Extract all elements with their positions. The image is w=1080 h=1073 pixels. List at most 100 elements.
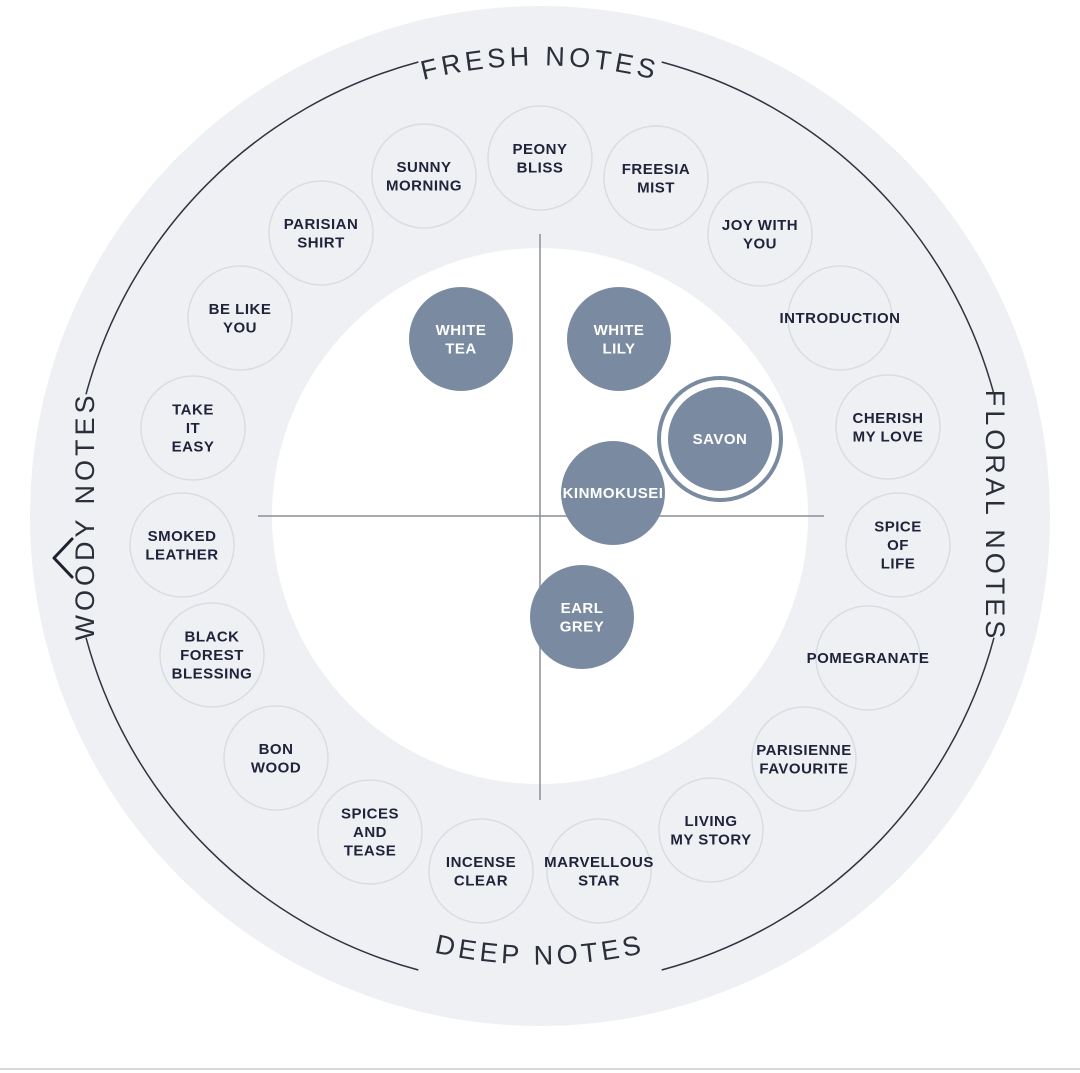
scent-bubble-circle bbox=[187, 265, 293, 371]
scent-bubble-circle bbox=[159, 602, 265, 708]
ring-dividers bbox=[85, 61, 995, 971]
scent-label-line: FAVOURITE bbox=[759, 760, 848, 777]
scent-label-line: TEASE bbox=[344, 843, 397, 860]
featured-scent-label-line: SAVON bbox=[693, 431, 748, 448]
featured-scent-label-line: WHITE bbox=[436, 322, 487, 339]
scent-label-line: LIFE bbox=[881, 556, 916, 573]
ring-divider-arc bbox=[661, 637, 995, 971]
scent-bubble-pomegranate[interactable]: POMEGRANATE bbox=[807, 605, 930, 711]
scent-label-line: PARISIAN bbox=[284, 216, 359, 233]
scent-label-line: CHERISH bbox=[852, 410, 923, 427]
scent-label-line: BE LIKE bbox=[209, 301, 272, 318]
scent-bubble-circle bbox=[129, 492, 235, 598]
featured-scent-label-line: EARL bbox=[561, 600, 604, 617]
scent-label-line: MY STORY bbox=[670, 831, 751, 848]
scent-bubble-circle bbox=[223, 705, 329, 811]
scent-label-line: MORNING bbox=[386, 177, 462, 194]
featured-scent-label-line: WHITE bbox=[594, 322, 645, 339]
featured-scent-circle bbox=[530, 565, 634, 669]
scent-label-line: MARVELLOUS bbox=[544, 854, 654, 871]
featured-scent-circle bbox=[409, 287, 513, 391]
scent-label-line: MIST bbox=[637, 179, 675, 196]
scent-bubble-circle bbox=[603, 125, 709, 231]
scent-bubble-circle bbox=[751, 706, 857, 812]
scent-label-line: OF bbox=[887, 537, 909, 554]
scent-label-line: INCENSE bbox=[446, 854, 516, 871]
scent-label-line: BLACK bbox=[185, 629, 240, 646]
scent-label-line: STAR bbox=[578, 872, 620, 889]
scent-bubble-circle bbox=[787, 265, 893, 371]
scent-bubble-circle bbox=[371, 123, 477, 229]
scent-bubble-circle bbox=[546, 818, 652, 924]
scent-label-line: JOY WITH bbox=[722, 217, 798, 234]
featured-scent-label-line: TEA bbox=[445, 340, 477, 357]
scent-label-line: SMOKED bbox=[148, 528, 217, 545]
bottom-divider bbox=[0, 1068, 1080, 1070]
featured-scent-circle bbox=[567, 287, 671, 391]
scent-label-line: EASY bbox=[172, 439, 215, 456]
ring-divider-arc bbox=[85, 637, 419, 971]
scent-label-line: LEATHER bbox=[145, 546, 218, 563]
scent-label-line: PARISIENNE bbox=[756, 742, 852, 759]
featured-scent-circle bbox=[561, 441, 665, 545]
featured-scent-circle bbox=[668, 387, 772, 491]
scent-label-line: MY LOVE bbox=[853, 428, 924, 445]
ring-divider-arc bbox=[661, 61, 995, 395]
scent-label-line: AND bbox=[353, 824, 387, 841]
scent-label-line: FREESIA bbox=[622, 161, 691, 178]
ring-divider-arc bbox=[85, 61, 419, 395]
scent-bubble-circle bbox=[845, 492, 951, 598]
floral-notes-label: FLORAL NOTES bbox=[980, 390, 1010, 643]
scent-label-line: SUNNY bbox=[396, 159, 451, 176]
featured-scent-kinmokusei[interactable]: KINMOKUSEI bbox=[561, 441, 665, 545]
scent-bubble-circle bbox=[658, 777, 764, 883]
scent-label-line: BLESSING bbox=[172, 666, 253, 683]
scent-label-line: SPICE bbox=[874, 519, 922, 536]
scent-bubble-circle bbox=[317, 779, 423, 885]
scent-bubble-introduction[interactable]: INTRODUCTION bbox=[780, 265, 901, 371]
scent-label-line: SHIRT bbox=[297, 234, 345, 251]
featured-scent-label-line: LILY bbox=[602, 340, 635, 357]
scent-bubble-circle bbox=[140, 375, 246, 481]
scent-label-line: FOREST bbox=[180, 647, 244, 664]
scent-label-line: WOOD bbox=[251, 759, 301, 776]
featured-scent-label-line: GREY bbox=[560, 618, 605, 635]
scent-label-line: LIVING bbox=[684, 813, 737, 830]
scent-label-line: YOU bbox=[223, 319, 257, 336]
featured-scent-label-line: KINMOKUSEI bbox=[563, 485, 664, 502]
scent-label-line: CLEAR bbox=[454, 872, 508, 889]
woody-notes-label: WOODY NOTES bbox=[70, 391, 100, 640]
scent-label-line: INTRODUCTION bbox=[780, 310, 901, 327]
scent-bubble-circle bbox=[815, 605, 921, 711]
scent-label-line: YOU bbox=[743, 235, 777, 252]
chevron-left-icon[interactable] bbox=[48, 535, 78, 581]
scent-label-line: PEONY bbox=[512, 141, 567, 158]
scent-bubble-circle bbox=[835, 374, 941, 480]
featured-scent-savon[interactable]: SAVON bbox=[657, 376, 783, 502]
scent-bubble-circle bbox=[487, 105, 593, 211]
scent-label-line: POMEGRANATE bbox=[807, 650, 930, 667]
